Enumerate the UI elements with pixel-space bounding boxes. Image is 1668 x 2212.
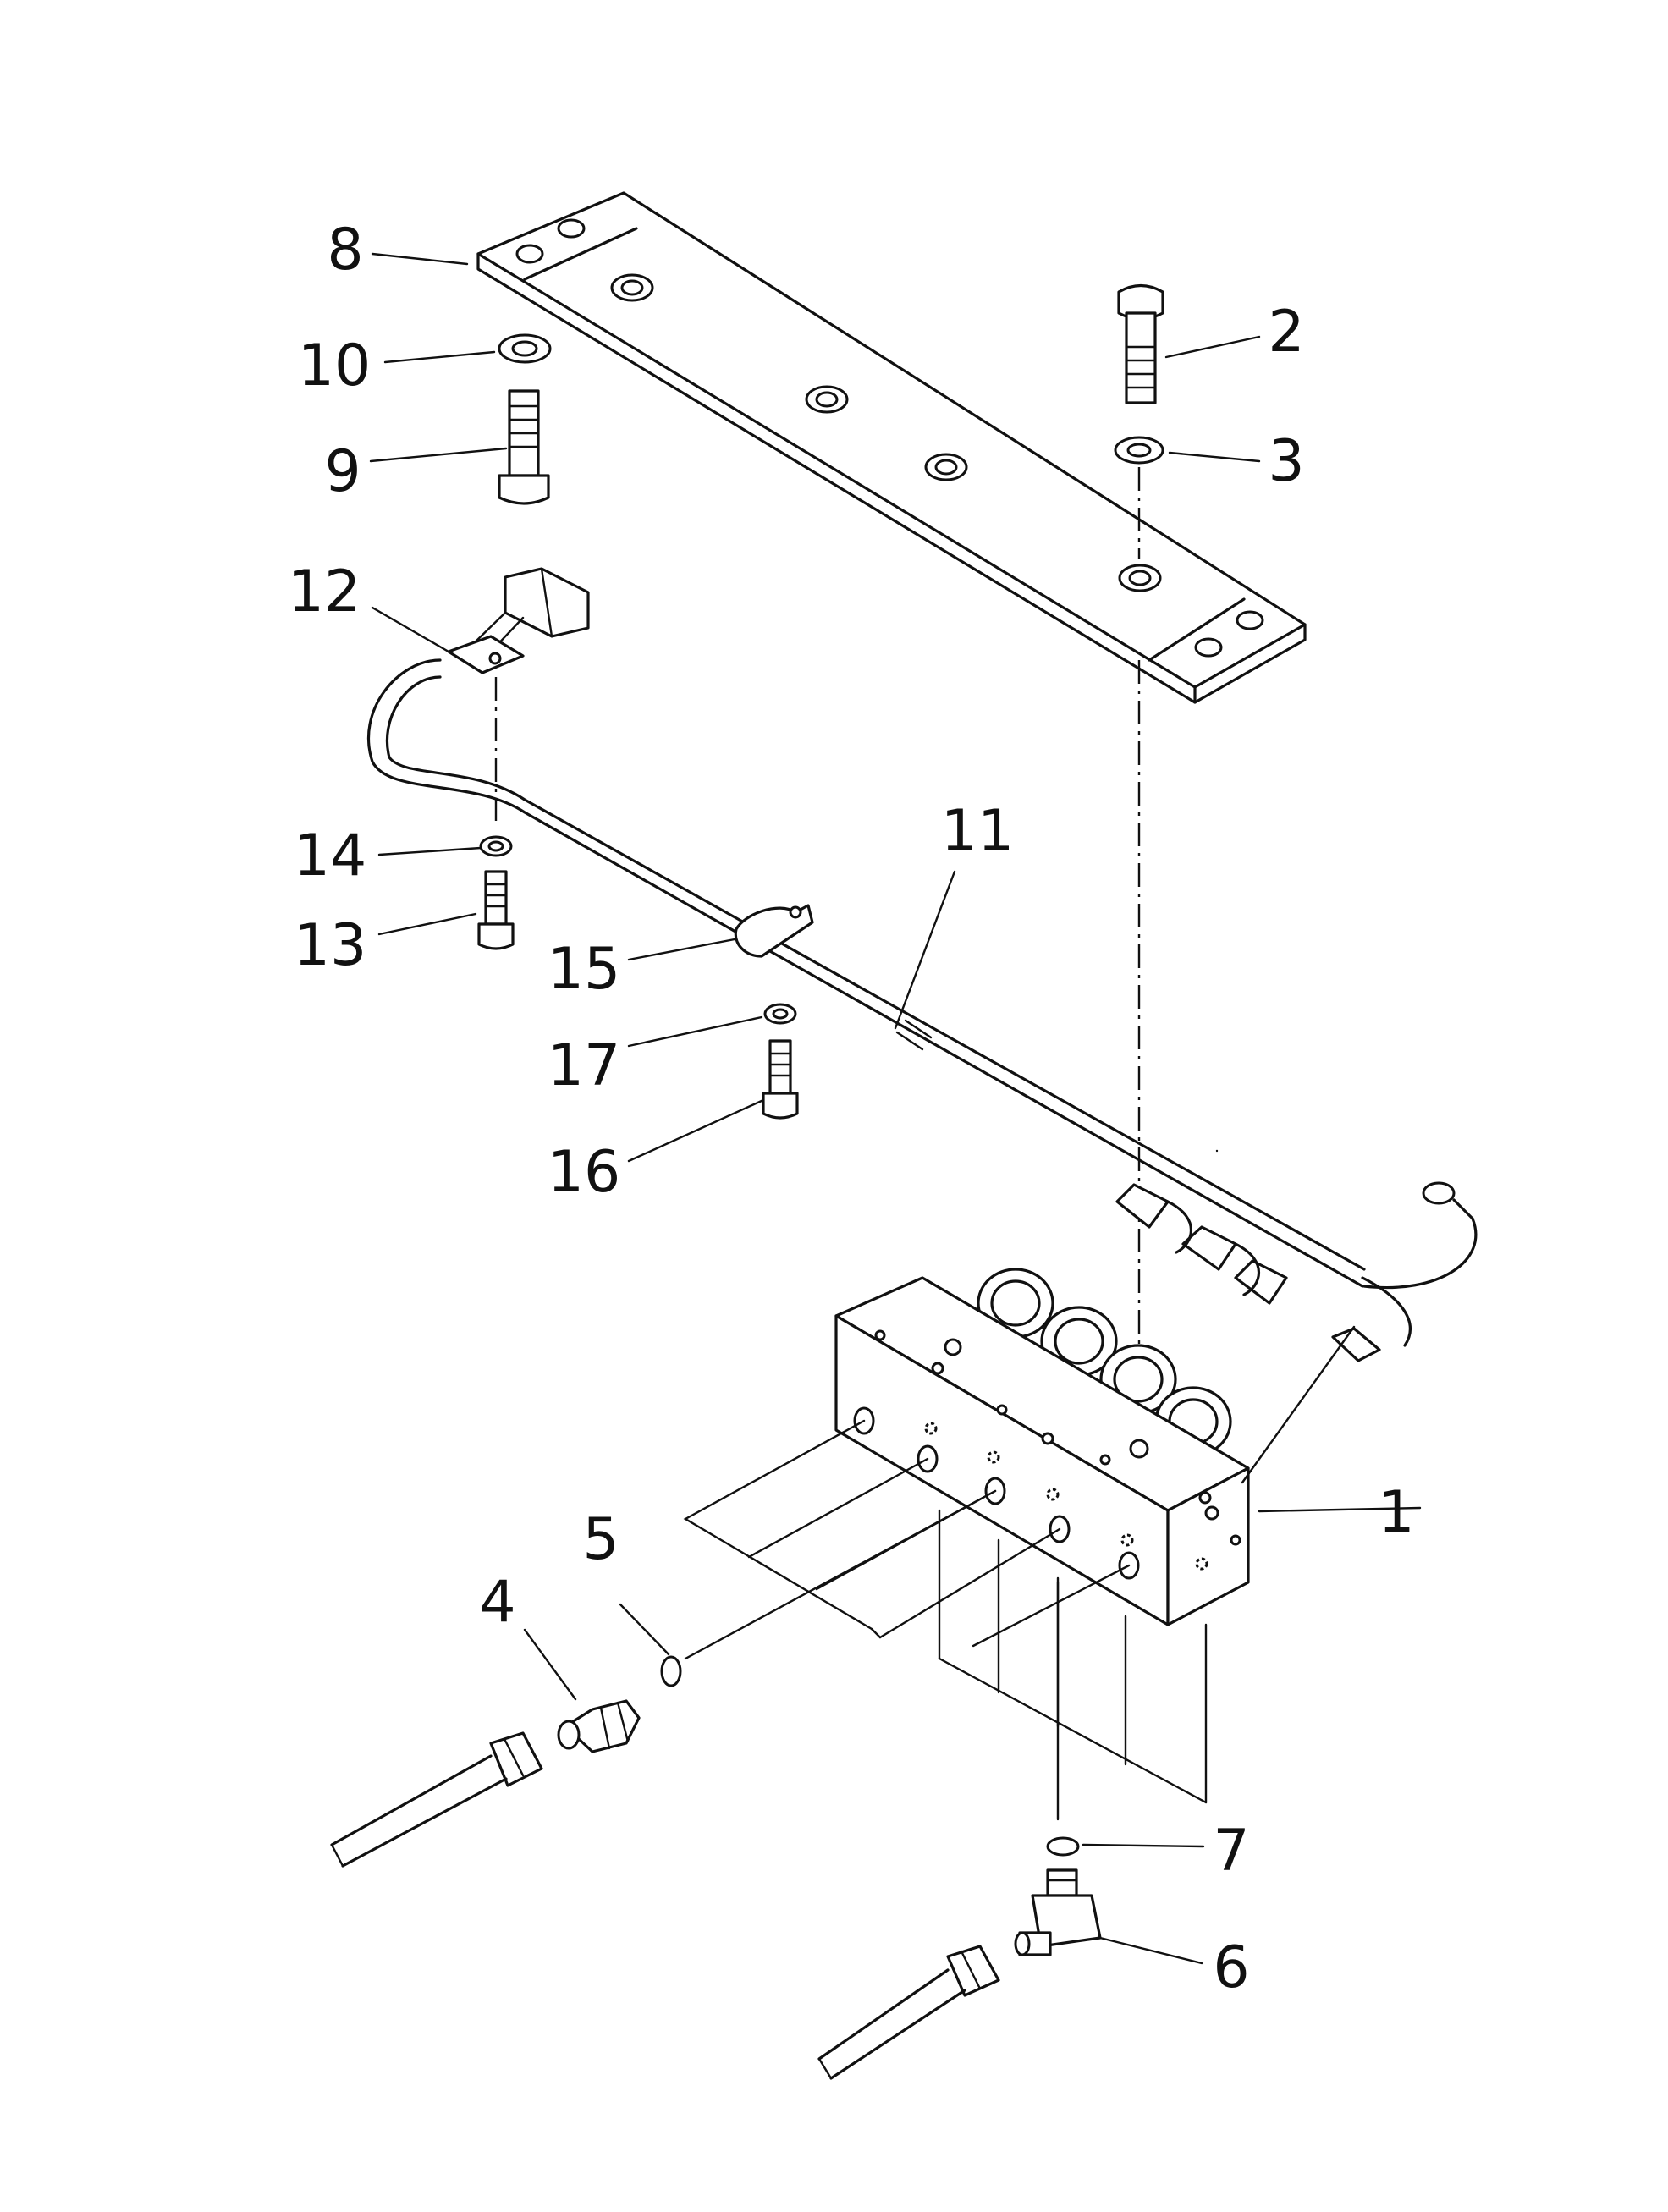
bolt-2 bbox=[1117, 283, 1164, 404]
callout-11: 11 bbox=[941, 798, 1015, 865]
callout-13: 13 bbox=[294, 912, 367, 979]
callout-7: 7 bbox=[1213, 1818, 1249, 1885]
callout-17: 17 bbox=[548, 1032, 621, 1099]
callout-2: 2 bbox=[1268, 299, 1304, 366]
washer-3 bbox=[1114, 436, 1164, 465]
callout-1: 1 bbox=[1378, 1479, 1414, 1546]
o-ring-7 bbox=[1046, 1836, 1080, 1857]
valve-block bbox=[683, 1268, 1250, 1804]
wiring-harness bbox=[366, 567, 1478, 1362]
fitting-4 bbox=[557, 1699, 641, 1753]
washer-14 bbox=[479, 835, 513, 857]
callout-9: 9 bbox=[324, 438, 361, 505]
callout-5: 5 bbox=[582, 1506, 619, 1573]
callouts: 1 2 3 4 5 6 7 8 9 10 11 12 13 14 15 16 1… bbox=[288, 217, 1415, 2001]
hose-4 bbox=[330, 1731, 543, 1868]
washer-17 bbox=[763, 1003, 797, 1025]
callout-15: 15 bbox=[548, 936, 621, 1003]
callout-10: 10 bbox=[298, 333, 372, 399]
elbow-fitting-6 bbox=[1014, 1868, 1102, 1956]
callout-14: 14 bbox=[294, 823, 367, 889]
callout-6: 6 bbox=[1213, 1934, 1249, 2001]
callout-3: 3 bbox=[1268, 428, 1304, 495]
callout-12: 12 bbox=[288, 559, 361, 625]
bolt-9 bbox=[498, 389, 550, 505]
leader-lines bbox=[369, 252, 1422, 1965]
bolt-16 bbox=[762, 1039, 799, 1120]
callout-4: 4 bbox=[479, 1569, 515, 1636]
hose-6 bbox=[817, 1945, 1000, 2080]
o-ring-5 bbox=[660, 1655, 682, 1687]
washer-10 bbox=[498, 333, 552, 364]
callout-16: 16 bbox=[548, 1139, 621, 1206]
callout-8: 8 bbox=[327, 217, 363, 283]
mounting-plate bbox=[476, 191, 1307, 704]
bolt-13 bbox=[477, 870, 515, 950]
